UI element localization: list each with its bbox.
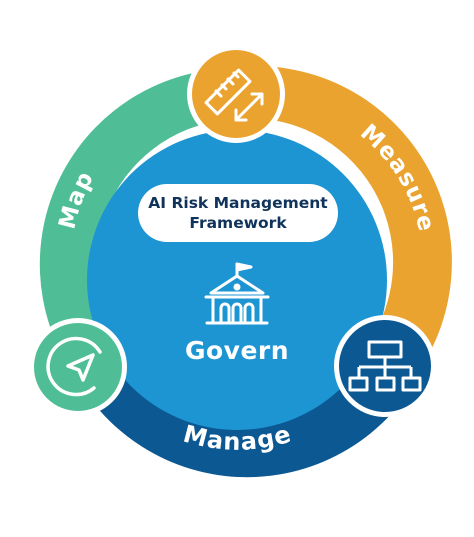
building-icon [204, 262, 270, 325]
ruler-icon [204, 68, 264, 122]
manage-icon-badge[interactable] [334, 315, 436, 417]
measure-icon-badge[interactable] [187, 45, 285, 143]
measure-segment[interactable] [204, 66, 452, 353]
framework-title-line2: Framework [189, 214, 287, 232]
map-segment[interactable] [39, 70, 226, 393]
framework-title-pill: AI Risk Management Framework [138, 184, 338, 242]
framework-title-line1: AI Risk Management [148, 194, 328, 212]
manage-segment[interactable] [84, 332, 432, 478]
org-chart-icon [348, 340, 422, 392]
compass-arrow-icon [46, 336, 102, 397]
map-icon-badge[interactable] [29, 318, 127, 416]
govern-label: Govern [184, 336, 290, 365]
